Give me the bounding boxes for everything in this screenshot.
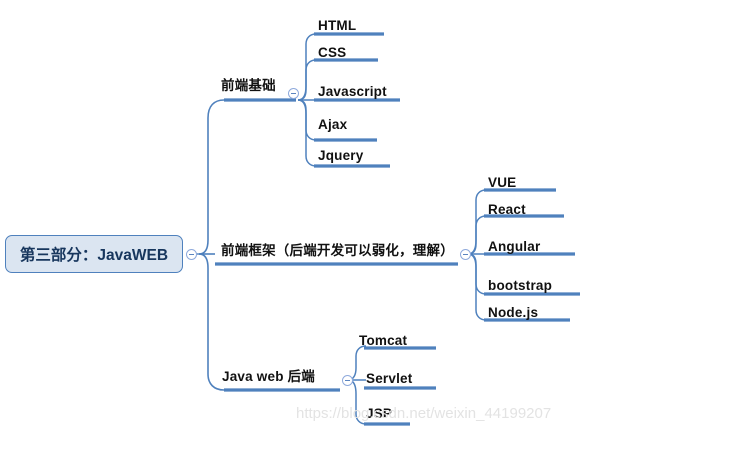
root-node-label: 第三部分：JavaWEB xyxy=(19,247,169,264)
leaf-label-jsp[interactable]: JSP xyxy=(366,406,393,421)
leaf-label-nodejs[interactable]: Node.js xyxy=(488,305,539,320)
collapse-toggle-root[interactable] xyxy=(186,249,197,260)
leaf-label-jquery[interactable]: Jquery xyxy=(318,148,364,163)
leaf-label-angular[interactable]: Angular xyxy=(488,239,541,254)
branch-label-javaweb-backend[interactable]: Java web 后端 xyxy=(222,369,315,384)
leaf-label-tomcat[interactable]: Tomcat xyxy=(359,333,408,348)
collapse-toggle-frontend-basics[interactable] xyxy=(288,88,299,99)
collapse-toggle-frontend-frameworks[interactable] xyxy=(460,249,471,260)
leaf-label-bootstrap[interactable]: bootstrap xyxy=(488,278,553,293)
collapse-toggle-javaweb-backend[interactable] xyxy=(342,375,353,386)
leaf-label-servlet[interactable]: Servlet xyxy=(366,371,413,386)
root-node[interactable]: 第三部分：JavaWEB xyxy=(5,235,183,273)
leaf-label-react[interactable]: React xyxy=(488,202,526,217)
watermark-text: https://blog.csdn.net/weixin_44199207 xyxy=(296,405,552,422)
leaf-label-javascript[interactable]: Javascript xyxy=(318,84,387,99)
branch-label-frontend-basics[interactable]: 前端基础 xyxy=(221,78,276,93)
branch-label-frontend-frameworks[interactable]: 前端框架（后端开发可以弱化，理解） xyxy=(221,243,454,258)
leaf-label-vue[interactable]: VUE xyxy=(488,175,517,190)
leaf-label-ajax[interactable]: Ajax xyxy=(318,117,348,132)
leaf-label-html[interactable]: HTML xyxy=(318,18,357,33)
leaf-label-css[interactable]: CSS xyxy=(318,45,347,60)
